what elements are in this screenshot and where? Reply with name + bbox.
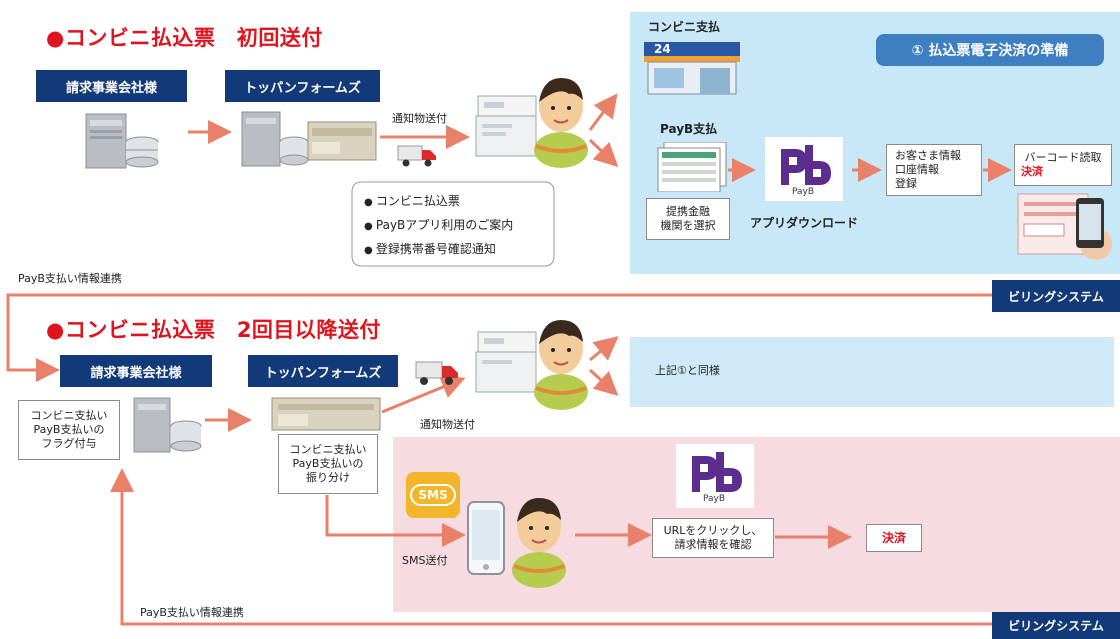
bank-list-screen-icon bbox=[656, 141, 728, 193]
toppan-box-2: トッパンフォームズ bbox=[248, 355, 398, 387]
bullet-payb-guide: PayBアプリ利用のご案内 bbox=[364, 214, 513, 238]
server-icon bbox=[82, 110, 162, 170]
app-download-label: アプリダウンロード bbox=[750, 216, 859, 230]
notice-send-label-1: 通知物送付 bbox=[392, 112, 447, 125]
server-icon-2 bbox=[130, 396, 204, 454]
payb-link-label-bottom: PayB支払い情報連携 bbox=[140, 606, 244, 619]
customer-person-icon bbox=[530, 76, 592, 168]
customer-person-icon-3 bbox=[508, 496, 570, 588]
envelopes-icon-2 bbox=[474, 330, 544, 398]
billing-company-box-1: 請求事業会社様 bbox=[36, 70, 187, 102]
flag-assign-box: コンビニ支払い PayB支払いの フラグ付与 bbox=[18, 400, 120, 460]
notice-send-label-2: 通知物送付 bbox=[420, 418, 475, 431]
notice-contents-bubble: コンビニ払込票 PayBアプリ利用のご案内 登録携帯番号確認通知 bbox=[350, 180, 556, 268]
same-as-above-label: 上記①と同様 bbox=[655, 364, 720, 377]
bullet-phone-confirm: 登録携帯番号確認通知 bbox=[364, 238, 513, 262]
settle-box-2: 決済 bbox=[866, 524, 922, 552]
section2-title: ●コンビニ払込票 2回目以降送付 bbox=[46, 318, 381, 342]
same-as-above-panel bbox=[630, 337, 1114, 407]
printer-icon-2 bbox=[270, 394, 382, 432]
payb-logo-text: PayB bbox=[792, 187, 815, 197]
server-printer-icon bbox=[238, 108, 380, 172]
billing-system-box-2: ビリングシステム bbox=[992, 612, 1120, 639]
customer-person-icon-2 bbox=[530, 318, 592, 410]
sms-send-label: SMS送付 bbox=[402, 554, 448, 567]
payb-logo-text-2: PayB bbox=[703, 494, 726, 504]
toppan-box-1: トッパンフォームズ bbox=[225, 70, 380, 102]
settle-label-1: 決済 bbox=[1021, 165, 1043, 178]
convenience-store-label: コンビニ支払 bbox=[648, 20, 721, 34]
sms-badge-text: SMS bbox=[410, 484, 456, 506]
customer-info-box: お客さま情報 口座情報 登録 bbox=[886, 144, 982, 196]
section1-title: ●コンビニ払込票 初回送付 bbox=[46, 26, 323, 50]
billing-system-box-1: ビリングシステム bbox=[992, 280, 1120, 312]
sort-payment-box: コンビニ支払い PayB支払いの 振り分け bbox=[278, 434, 378, 494]
billing-company-box-2: 請求事業会社様 bbox=[60, 355, 212, 387]
delivery-truck-icon-2 bbox=[414, 358, 460, 386]
payb-pay-label: PayB支払 bbox=[660, 122, 718, 136]
smartphone-icon bbox=[466, 500, 506, 576]
sms-badge-icon: SMS bbox=[406, 472, 460, 518]
phone-scan-icon bbox=[1016, 190, 1112, 262]
payb-logo-2: PayB bbox=[676, 444, 754, 508]
delivery-truck-icon bbox=[396, 142, 438, 168]
barcode-settle-box: バーコード読取 決済 bbox=[1014, 144, 1112, 186]
store-sign-text: 24 bbox=[654, 42, 671, 56]
barcode-read-label: バーコード読取 bbox=[1024, 151, 1102, 164]
bullet-convenience-slip: コンビニ払込票 bbox=[364, 190, 513, 214]
convenience-store-icon: 24 bbox=[644, 38, 740, 96]
envelopes-icon bbox=[474, 94, 544, 164]
payb-logo: PayB bbox=[765, 137, 843, 201]
payment-prep-badge: ① 払込票電子決済の準備 bbox=[876, 34, 1104, 66]
select-bank-box: 提携金融 機関を選択 bbox=[646, 198, 730, 240]
payb-link-label-top: PayB支払い情報連携 bbox=[18, 272, 122, 285]
url-click-box: URLをクリックし、 請求情報を確認 bbox=[652, 518, 774, 558]
